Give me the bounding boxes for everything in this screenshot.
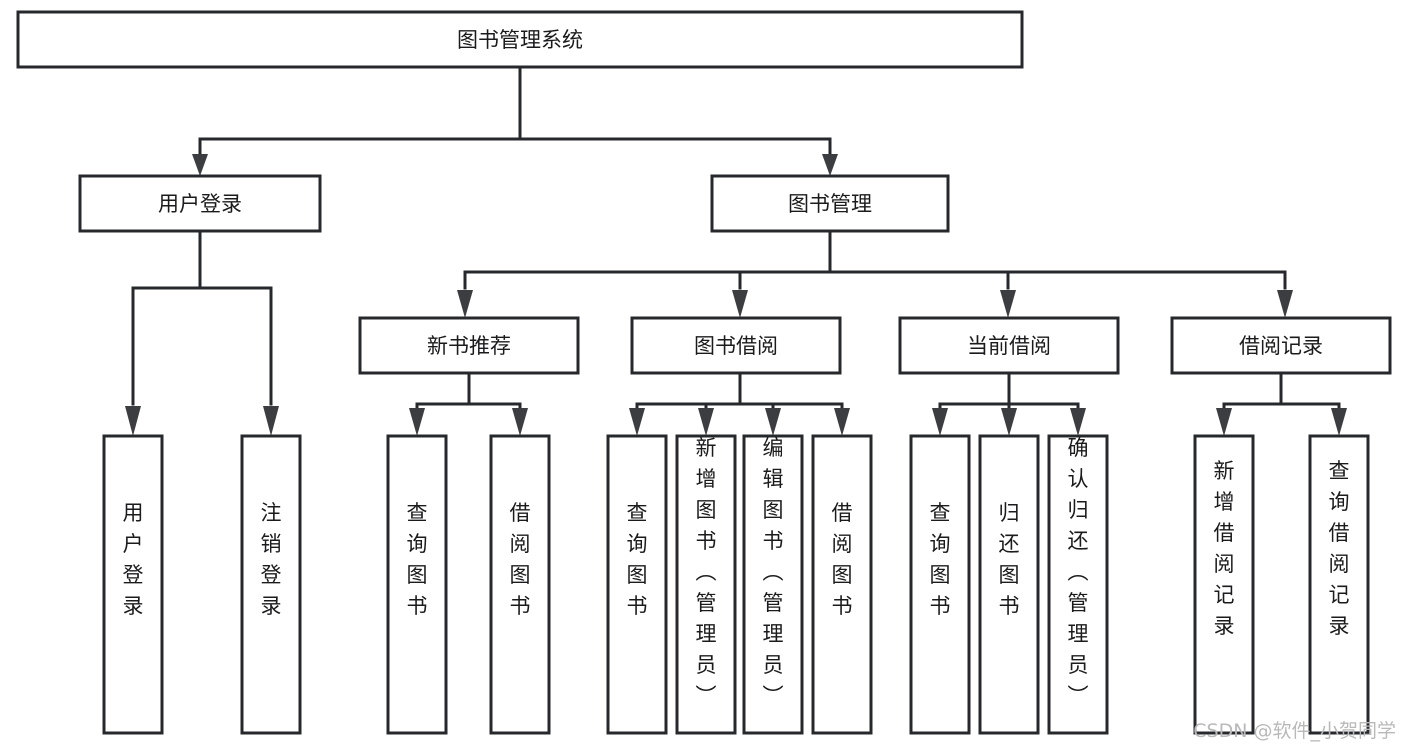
node-root-box[interactable] <box>16 10 1024 69</box>
leaf-user-login[interactable]: 用户登录 <box>102 434 164 735</box>
leaf-return-book-label: 归还图书 <box>999 501 1020 618</box>
leaf-confirm-return[interactable]: 确认归还︵管理员︶ <box>1047 434 1109 735</box>
leaf-query-book-current-box[interactable] <box>909 434 971 735</box>
arrow-head-book-mgmt <box>822 154 838 176</box>
arrow-head-leaf-return-book <box>1001 408 1017 436</box>
arrow-head-leaf-query-record <box>1331 408 1347 436</box>
node-book-borrow-label: 图书借阅 <box>694 334 778 358</box>
arrow-head-leaf-query-book-1 <box>409 408 425 436</box>
node-root-label: 图书管理系统 <box>457 28 583 52</box>
leaf-query-book-current[interactable]: 查询图书 <box>909 434 971 735</box>
leaf-logout-label: 注销登录 <box>261 501 282 618</box>
leaf-user-login-label: 用户登录 <box>123 501 144 618</box>
leaf-user-login-box[interactable] <box>102 434 164 735</box>
node-book-management-box[interactable] <box>710 174 950 233</box>
arrow-head-leaf-borrow-book-1 <box>512 408 528 436</box>
connector-layer <box>125 65 1347 436</box>
node-user-login-box[interactable] <box>78 174 322 233</box>
node-borrow-record-label: 借阅记录 <box>1239 334 1323 358</box>
leaf-logout-box[interactable] <box>240 434 302 735</box>
node-new-book-recommend-label: 新书推荐 <box>427 334 511 358</box>
node-current-borrow-label: 当前借阅 <box>967 334 1051 358</box>
leaf-borrow-book-recommend-label: 借阅图书 <box>510 501 531 618</box>
node-user-login-label: 用户登录 <box>158 192 242 216</box>
leaf-confirm-return-label: 确认归还︵管理员︶ <box>1068 436 1089 708</box>
leaf-add-book-label: 新增图书︵管理员︶ <box>696 436 717 708</box>
leaf-logout[interactable]: 注销登录 <box>240 434 302 735</box>
leaf-add-book[interactable]: 新增图书︵管理员︶ <box>675 434 737 735</box>
leaf-borrow-book-recommend[interactable]: 借阅图书 <box>489 434 551 735</box>
leaf-add-borrow-record-label: 新增借阅记录 <box>1214 459 1235 638</box>
leaf-borrow-book-box[interactable] <box>811 434 873 735</box>
node-book-borrow[interactable]: 图书借阅 <box>630 316 842 375</box>
leaf-add-borrow-record[interactable]: 新增借阅记录 <box>1193 434 1255 735</box>
node-new-book-recommend[interactable]: 新书推荐 <box>358 316 580 375</box>
leaf-query-borrow-record[interactable]: 查询借阅记录 <box>1308 434 1370 735</box>
leaf-edit-book-box[interactable] <box>742 434 804 735</box>
leaf-query-book-borrow-label: 查询图书 <box>627 501 648 618</box>
leaf-borrow-book[interactable]: 借阅图书 <box>811 434 873 735</box>
node-borrow-record[interactable]: 借阅记录 <box>1170 316 1392 375</box>
leaf-query-book-current-label: 查询图书 <box>930 501 951 618</box>
arrow-head-borrow-record <box>1277 290 1293 318</box>
node-book-management-label: 图书管理 <box>788 192 872 216</box>
node-new-book-recommend-box[interactable] <box>358 316 580 375</box>
leaf-return-book-box[interactable] <box>978 434 1040 735</box>
node-book-borrow-box[interactable] <box>630 316 842 375</box>
arrow-head-leaf-add-book <box>698 408 714 436</box>
leaf-return-book[interactable]: 归还图书 <box>978 434 1040 735</box>
leaf-edit-book[interactable]: 编辑图书︵管理员︶ <box>742 434 804 735</box>
arrow-head-leaf-add-record <box>1216 408 1232 436</box>
node-user-login[interactable]: 用户登录 <box>78 174 322 233</box>
leaf-borrow-book-label: 借阅图书 <box>832 501 853 618</box>
arrow-head-new-book <box>457 290 473 318</box>
node-book-management[interactable]: 图书管理 <box>710 174 950 233</box>
leaf-query-borrow-record-label: 查询借阅记录 <box>1329 459 1350 638</box>
watermark-text: CSDN @软件_小贺同学 <box>1193 720 1396 742</box>
leaf-query-borrow-record-box[interactable] <box>1308 434 1370 735</box>
node-root[interactable]: 图书管理系统 <box>16 10 1024 69</box>
leaf-add-borrow-record-box[interactable] <box>1193 434 1255 735</box>
arrow-head-current-borrow <box>1000 290 1016 318</box>
arrow-head-leaf-logout <box>263 406 279 436</box>
leaf-query-book-recommend[interactable]: 查询图书 <box>386 434 448 735</box>
leaf-query-book-recommend-label: 查询图书 <box>407 501 428 618</box>
leaf-add-book-box[interactable] <box>675 434 737 735</box>
node-current-borrow[interactable]: 当前借阅 <box>898 316 1120 375</box>
node-borrow-record-box[interactable] <box>1170 316 1392 375</box>
arrow-head-leaf-borrow-book-2 <box>834 408 850 436</box>
arrow-head-leaf-user-login <box>125 406 141 436</box>
arrow-head-leaf-query-book-2 <box>629 408 645 436</box>
leaf-query-book-recommend-box[interactable] <box>386 434 448 735</box>
arrow-head-user-login <box>192 154 208 176</box>
arrow-head-leaf-confirm-return <box>1070 408 1086 436</box>
leaf-query-book-borrow[interactable]: 查询图书 <box>606 434 668 735</box>
arrow-head-book-borrow <box>732 290 748 318</box>
node-current-borrow-box[interactable] <box>898 316 1120 375</box>
arrow-head-leaf-edit-book <box>765 408 781 436</box>
arrow-head-leaf-query-book-3 <box>932 408 948 436</box>
leaf-query-book-borrow-box[interactable] <box>606 434 668 735</box>
leaf-confirm-return-box[interactable] <box>1047 434 1109 735</box>
leaf-edit-book-label: 编辑图书︵管理员︶ <box>763 436 784 708</box>
leaf-borrow-book-recommend-box[interactable] <box>489 434 551 735</box>
